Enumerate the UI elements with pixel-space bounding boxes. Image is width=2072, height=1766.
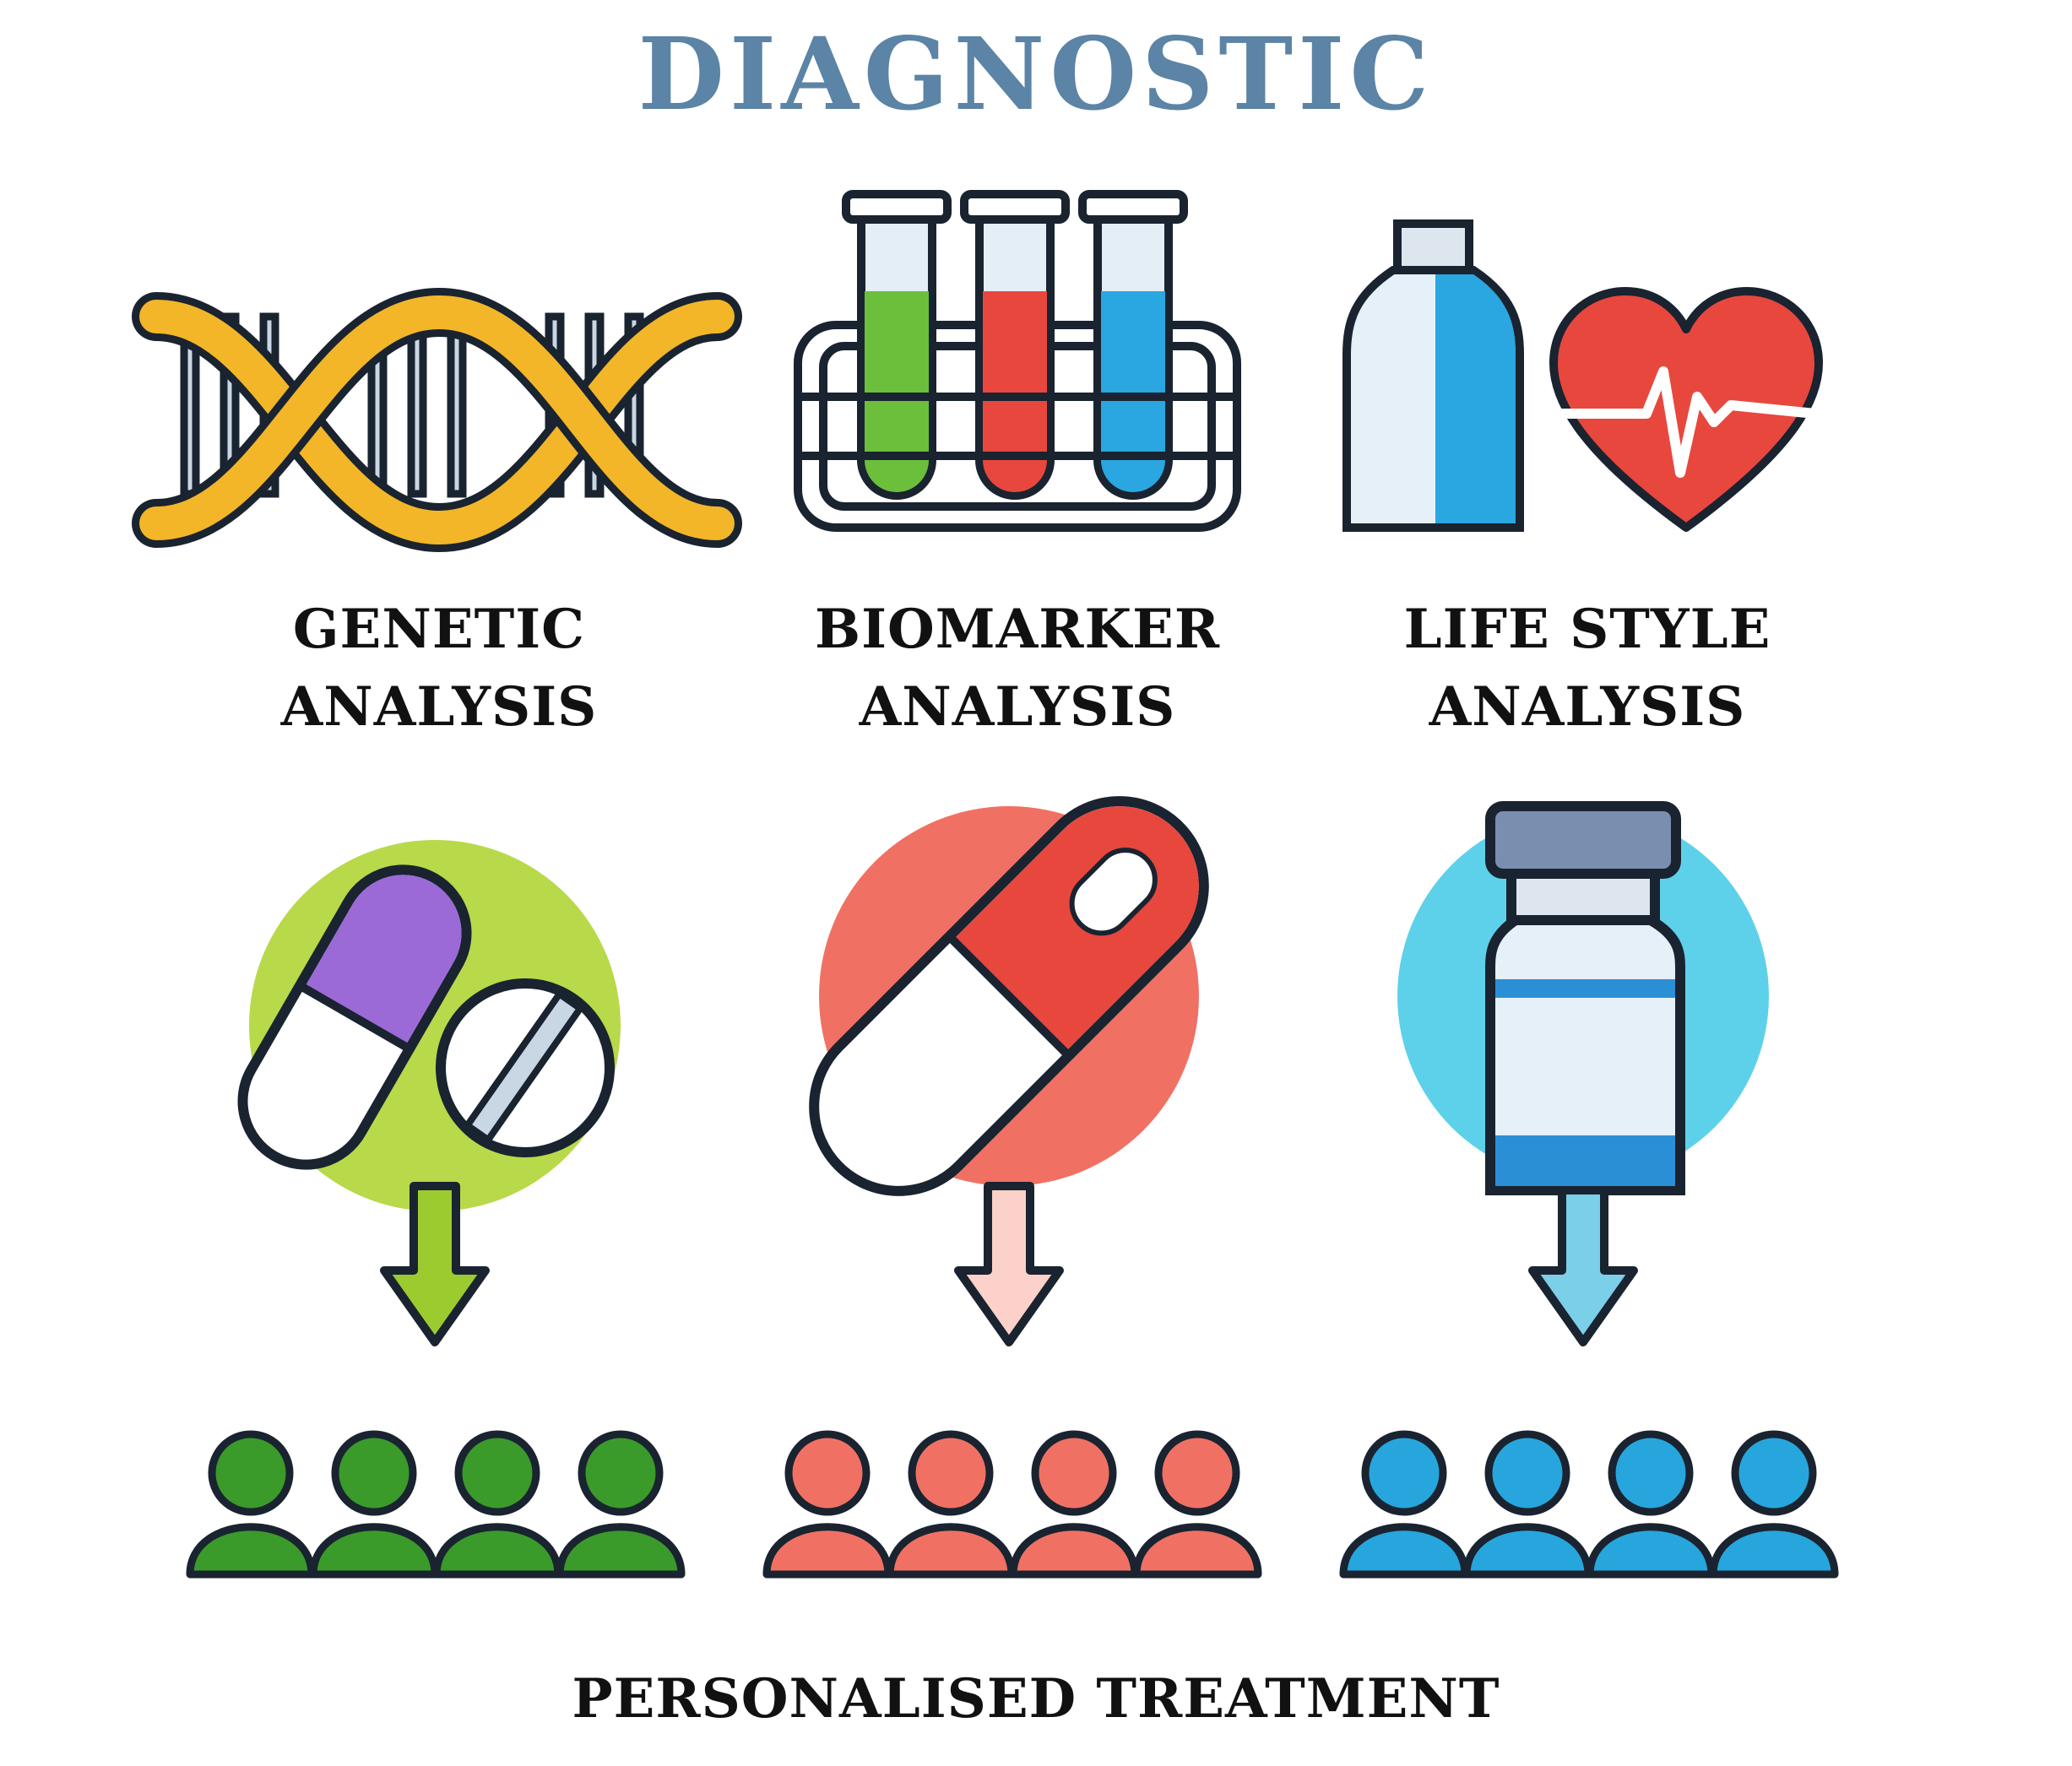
heart-rate-icon (1549, 287, 1823, 532)
label-line: ANALYSIS (1429, 675, 1746, 739)
water-bottle-icon (1342, 219, 1524, 532)
capsule-icon (809, 796, 1209, 1196)
life-style-analysis-label: LIFE STYLE ANALYSIS (1385, 591, 1790, 746)
vial-icon (1397, 801, 1769, 1195)
arrow-down-icon (1528, 1186, 1638, 1346)
biomarker-analysis-label: BIOMARKER ANALYSIS (794, 591, 1241, 746)
genetic-analysis-label: GENETIC ANALYSIS (245, 591, 633, 746)
dna-icon (132, 287, 742, 553)
label-line: ANALYSIS (280, 675, 598, 739)
label-line: BIOMARKER (814, 598, 1221, 661)
label-line: LIFE STYLE (1403, 598, 1771, 661)
label-line: GENETIC (292, 598, 586, 661)
arrow-down-icon (954, 1182, 1064, 1346)
people-group-icon (767, 1434, 1258, 1574)
test-tubes-icon (794, 190, 1241, 532)
pills-icon (237, 840, 621, 1211)
page-title: DIAGNOSTIC (637, 15, 1435, 133)
people-group-icon (190, 1434, 681, 1574)
label-line: ANALYSIS (859, 675, 1176, 739)
people-group-icon (1343, 1434, 1835, 1574)
footer-caption: PERSONALISED TREATMENT (572, 1667, 1500, 1731)
arrow-down-icon (380, 1182, 490, 1346)
